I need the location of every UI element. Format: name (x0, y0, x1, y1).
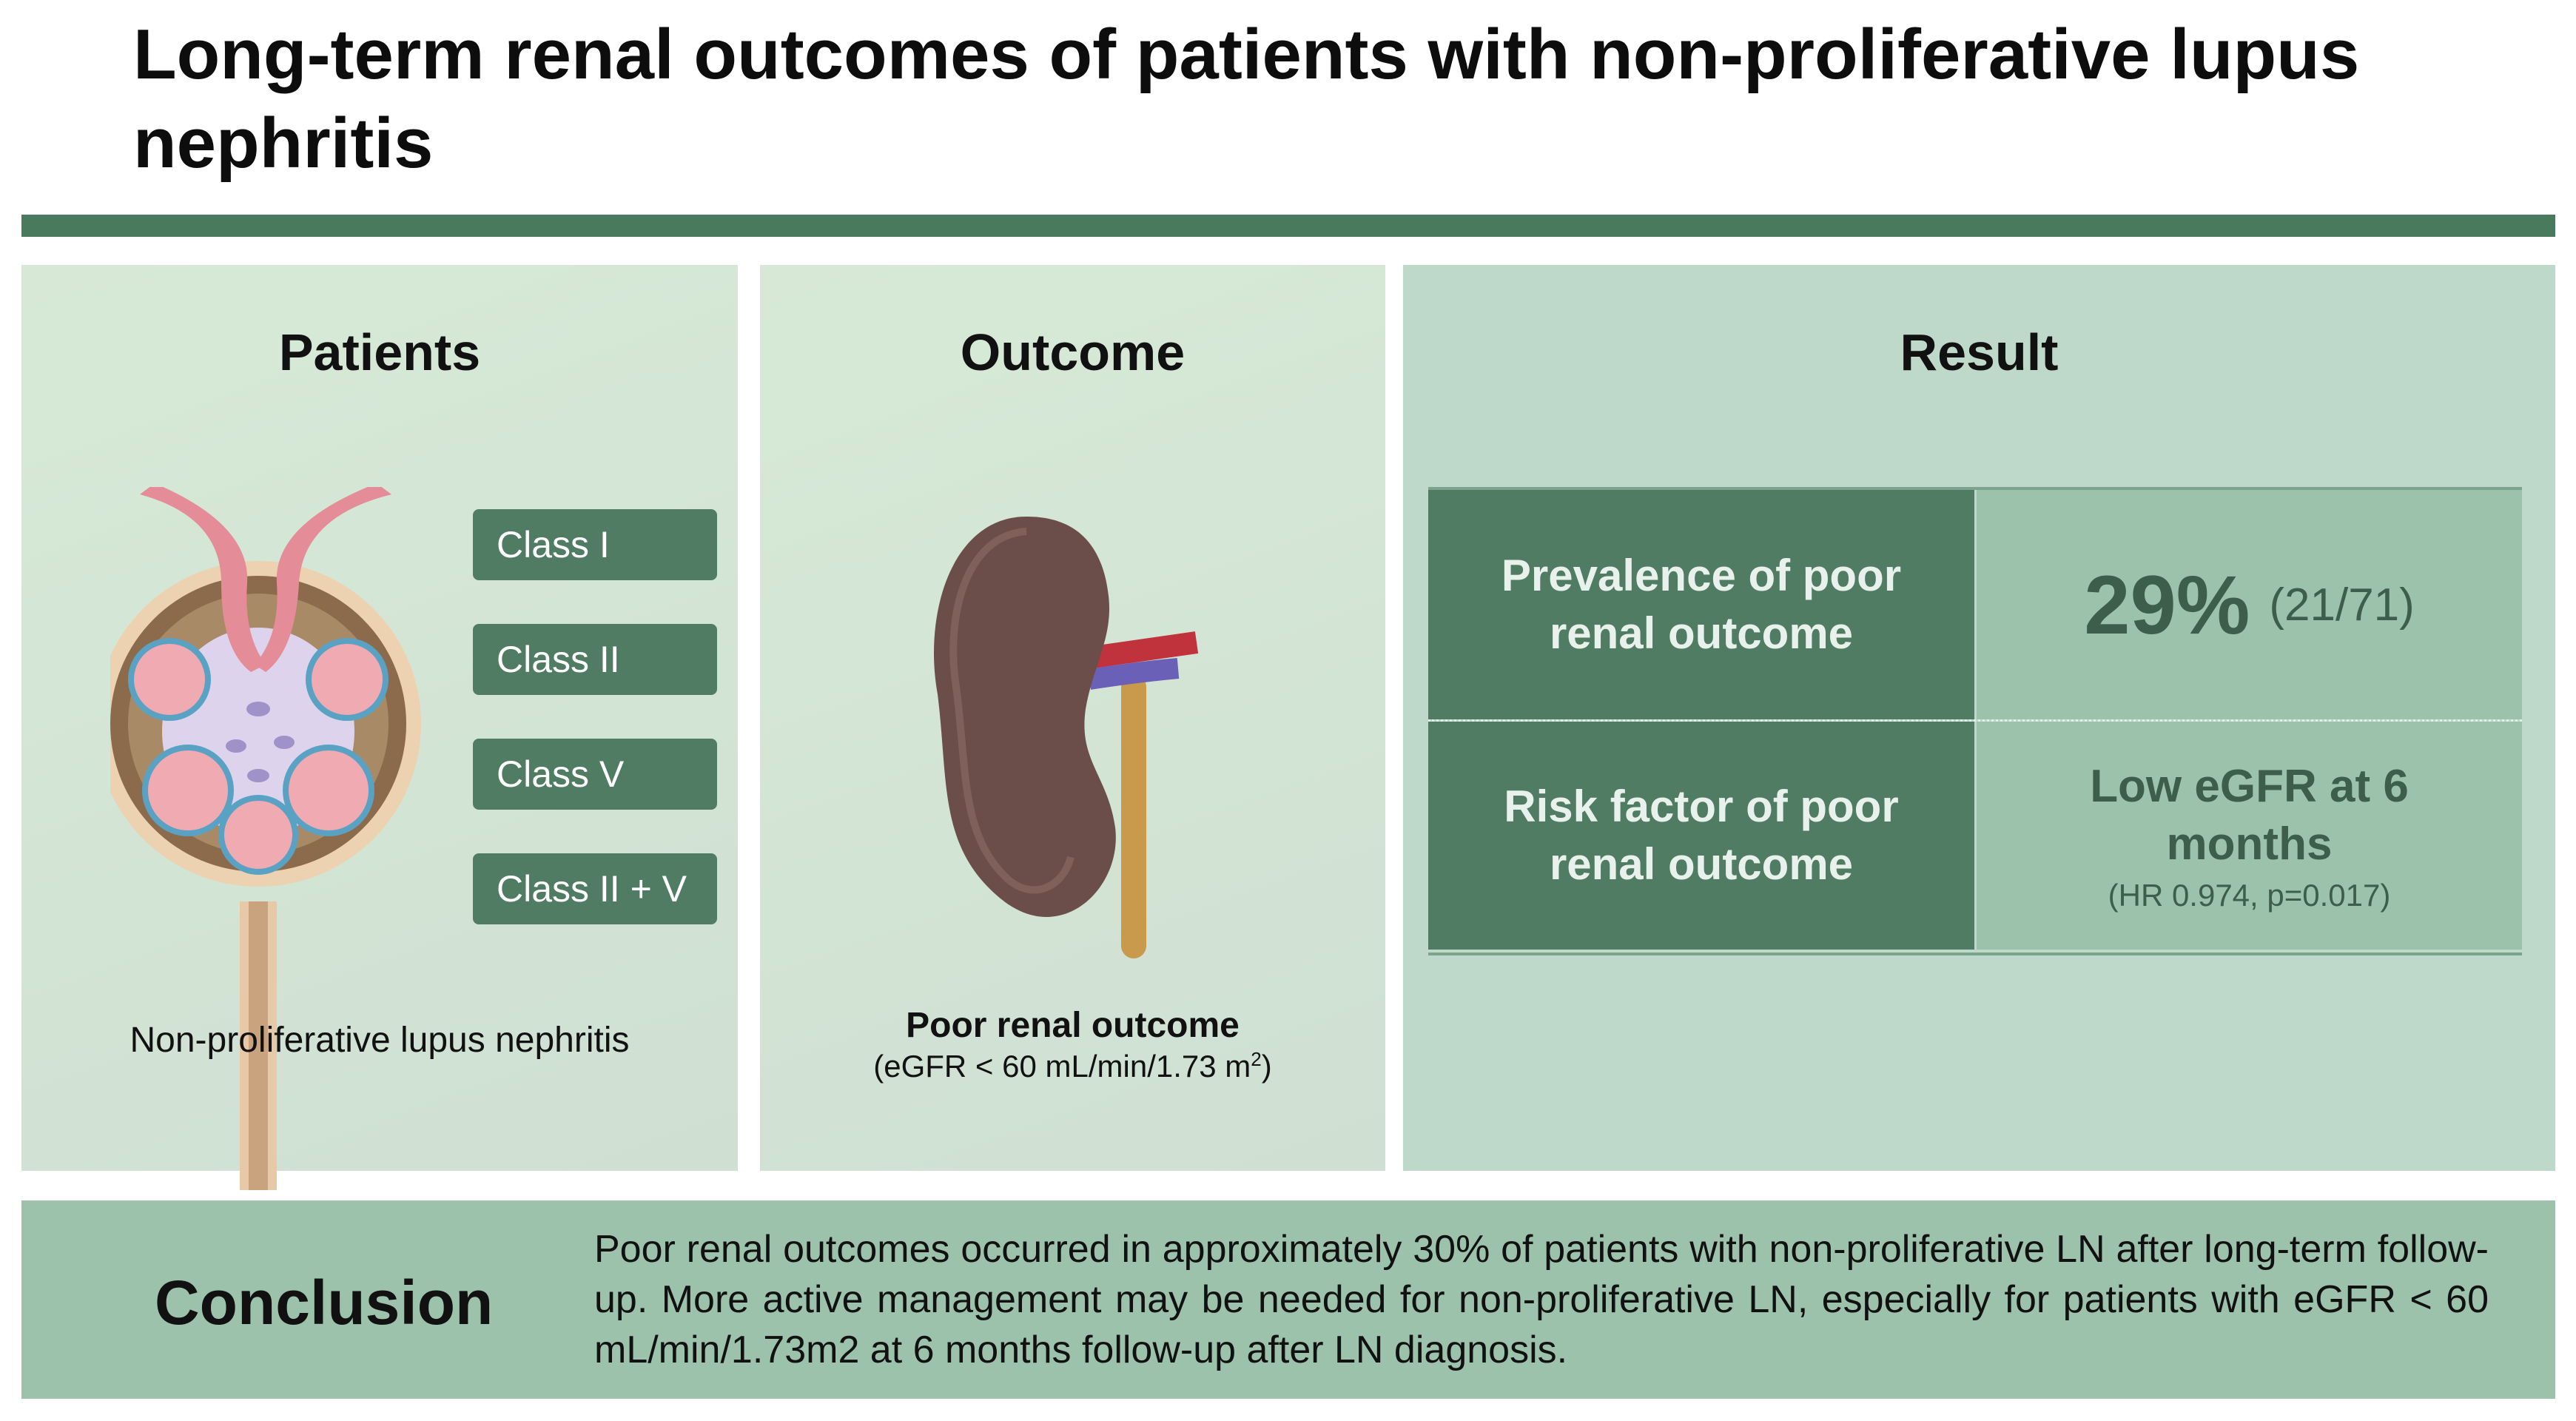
kidney-illustration (934, 517, 1199, 958)
outcome-definition: (eGFR < 60 mL/min/1.73 m2) (760, 1048, 1385, 1084)
risk-label-line1: Risk factor of poor (1504, 782, 1899, 831)
conclusion-panel: Conclusion Poor renal outcomes occurred … (21, 1200, 2555, 1399)
row-separator (1428, 719, 2522, 722)
patients-heading: Patients (278, 323, 481, 381)
risk-label-cell: Risk factor of poor renal outcome (1428, 722, 1974, 950)
risk-value-line2: months (2166, 819, 2333, 870)
result-panel: Result Prevalence of poor renal outcome 2… (1403, 265, 2555, 1171)
patients-label: Non-proliferative lupus nephritis (130, 1021, 630, 1060)
glomerulus-illustration (110, 487, 421, 1190)
outcome-panel: Outcome Poor renal outcome (eGFR < 60 mL… (760, 265, 1385, 1171)
class-ii-v-box: Class II + V (473, 853, 717, 924)
class-v-box: Class V (473, 739, 717, 810)
outcome-label: Poor renal outcome (906, 1006, 1240, 1045)
prevalence-fraction: (21/71) (2269, 579, 2415, 631)
prevalence-value-cell: 29% (21/71) (1977, 490, 2522, 719)
prevalence-label-line1: Prevalence of poor (1501, 551, 1902, 600)
prevalence-percent: 29% (2084, 558, 2250, 651)
result-table: Prevalence of poor renal outcome 29% (21/… (1428, 487, 2522, 955)
outcome-definition-close: ) (1261, 1049, 1272, 1084)
class-ii-box: Class II (473, 624, 717, 695)
conclusion-text: Poor renal outcomes occurred in approxim… (594, 1228, 2489, 1371)
patients-panel: Patients Class I Class II Class V Cl (21, 265, 738, 1190)
risk-value-line1: Low eGFR at 6 (2090, 761, 2409, 812)
risk-value-cell: Low eGFR at 6 months (HR 0.974, p=0.017) (1977, 722, 2522, 950)
prevalence-label-line2: renal outcome (1549, 608, 1854, 658)
page-title: Long-term renal outcomes of patients wit… (133, 15, 2360, 183)
conclusion-heading: Conclusion (155, 1268, 494, 1337)
outcome-definition-text: (eGFR < 60 mL/min/1.73 m (873, 1049, 1251, 1084)
outcome-definition-sup: 2 (1251, 1048, 1262, 1070)
title-divider (21, 215, 2555, 237)
class-i-box: Class I (473, 509, 717, 580)
risk-hazard-ratio: (HR 0.974, p=0.017) (2108, 878, 2391, 913)
risk-label-line2: renal outcome (1549, 839, 1854, 889)
outcome-heading: Outcome (960, 323, 1186, 381)
result-heading: Result (1900, 323, 2059, 381)
prevalence-label-cell: Prevalence of poor renal outcome (1428, 490, 1974, 719)
